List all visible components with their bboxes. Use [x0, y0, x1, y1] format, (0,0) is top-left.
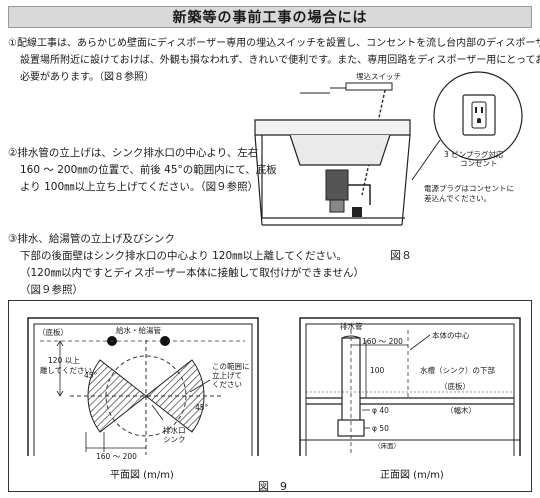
front-dia50-label: φ 50 — [372, 424, 389, 433]
front-sink-bottom-label: 水槽（シンク）の下部 — [420, 366, 495, 375]
outlet-icon — [462, 94, 496, 136]
plan-drain-label-1: 排水口 — [163, 426, 186, 435]
front-height-label: 100 — [370, 366, 385, 375]
plan-back-label: （底板） — [38, 328, 68, 337]
plan-pipes-label: 給水・給湯管 — [116, 326, 161, 335]
plan-view-caption: 平面図 (m/m) — [110, 470, 174, 481]
plug-note-2: 差込んでください。 — [424, 194, 492, 203]
section1-line-3: 必要があります。（図８参照） — [20, 72, 154, 83]
plan-distance-label-1: 120 以上 — [48, 356, 80, 365]
plan-range-label-1: この範囲に — [212, 362, 250, 371]
plan-angle-left: 45° — [84, 371, 98, 380]
figure8-caption: 図８ — [390, 249, 412, 262]
wall-switch-icon — [345, 82, 393, 91]
front-center-label: 本体の中心 — [432, 331, 470, 340]
section2-line-1: ②排水管の立上げは、シンク排水口の中心より、左右 — [8, 147, 259, 159]
plan-width-label: 160 〜 200 — [96, 452, 137, 461]
section1-line-1: ①配線工事は、あらかじめ壁面にディスポーザー専用の埋込スイッチを設置し、コンセン… — [8, 38, 540, 49]
section3-line-1: ③排水、給湯管の立上げ及びシンク — [8, 233, 175, 245]
plan-distance-label-2: 離してください — [40, 366, 93, 375]
section2-line-3: より 100㎜以上立ち上げてください。（図９参照） — [20, 181, 259, 193]
plug-note-1: 電源プラグはコンセントに — [424, 184, 514, 193]
plan-drain-label-2: シンク — [163, 435, 186, 444]
outlet-label-2: コンセント — [460, 159, 498, 168]
section1-line-2: 設置場所附近に設けておけば、外観も損なわれず、きれいで便利です。また、専用回路を… — [20, 55, 540, 66]
front-width-label: 160 〜 200 — [362, 337, 403, 346]
front-floor-label: （床面） — [374, 442, 400, 450]
section3-line-3: （120㎜以内ですとディスポーザー本体に接触して取付けができません） — [20, 267, 364, 279]
front-joist-label: （幅木） — [446, 406, 476, 415]
outlet-label-1: 3 ピンプラグ対応 — [444, 150, 504, 159]
outlet-magnifier — [433, 71, 523, 161]
cable-line — [361, 89, 386, 196]
page-title: 新築等の事前工事の場合には — [172, 10, 368, 26]
section2-line-2: 160 〜 200㎜の位置で、前後 45°の範囲内にて、底板 — [20, 164, 277, 176]
figure9-caption: 図 9 — [258, 480, 287, 493]
section3-line-4: （図９参照） — [20, 284, 83, 296]
plan-angle-right: 45° — [195, 403, 209, 412]
plan-range-label-3: ください — [212, 380, 242, 389]
front-pipe-label: 排水管 — [340, 322, 363, 331]
front-dia40-label: φ 40 — [372, 406, 389, 415]
plan-range-label-2: 立上げて — [212, 371, 242, 380]
front-view-caption: 正面図 (m/m) — [380, 470, 444, 481]
outlet-small-icon — [352, 207, 362, 217]
section3-line-2: 下部の後面壁はシンク排水口の中心より 120㎜以上離してください。 — [20, 250, 348, 262]
disposer-unit-icon — [325, 169, 349, 201]
front-base-label: （底板） — [440, 382, 470, 391]
page-title-bar: 新築等の事前工事の場合には — [8, 6, 532, 28]
figure9-frame — [8, 300, 532, 492]
switch-label: 埋込スイッチ — [356, 72, 401, 81]
